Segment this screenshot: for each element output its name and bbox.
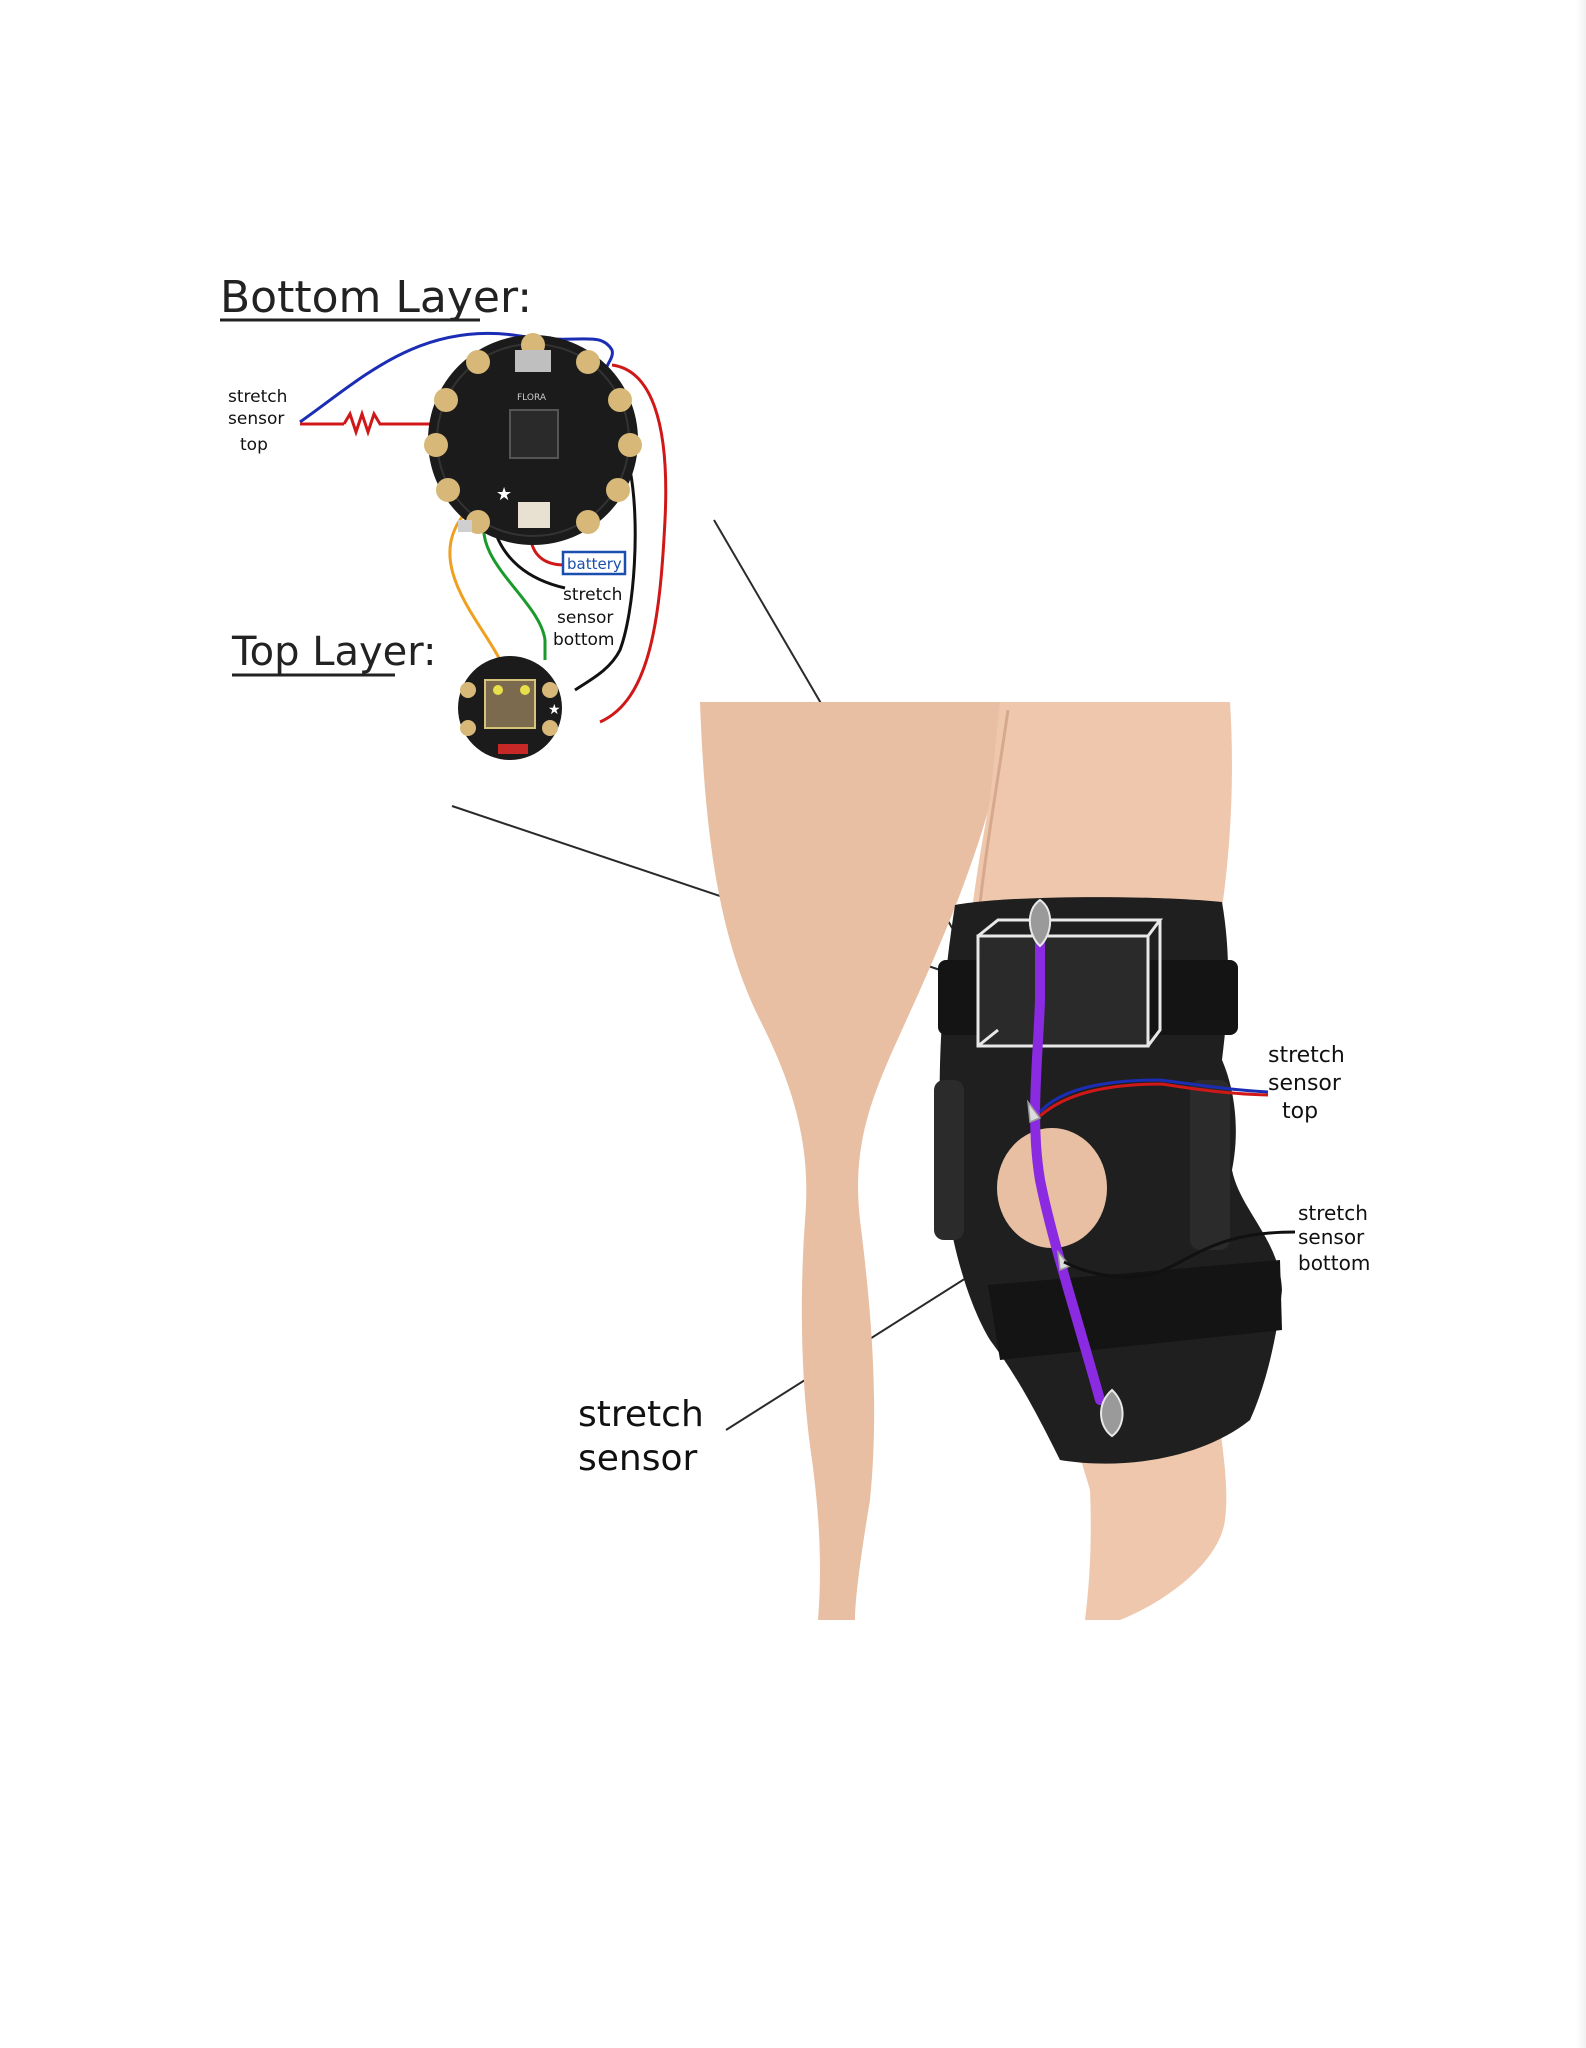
svg-text:stretch: stretch xyxy=(228,387,287,407)
stretch-sensor-line xyxy=(1030,915,1105,1405)
svg-text:stretch: stretch xyxy=(563,585,622,605)
svg-text:top: top xyxy=(240,435,268,455)
red-wire-right xyxy=(599,363,668,724)
stretch-bottom-label-bottom-layer: stretch sensor bottom xyxy=(553,585,622,650)
stretch-sensor-label: stretch sensor xyxy=(578,1394,704,1479)
sensor-top-label: stretch sensor top xyxy=(1268,1043,1345,1124)
svg-text:sensor: sensor xyxy=(228,409,284,429)
svg-text:FLORA: FLORA xyxy=(517,393,547,403)
bottom-anchor-icon xyxy=(1100,1388,1124,1438)
orange-wire xyxy=(448,508,502,661)
brace-wires xyxy=(1038,1078,1296,1279)
svg-text:stretch: stretch xyxy=(578,1394,704,1435)
svg-text:Bottom Layer:: Bottom Layer: xyxy=(220,272,532,323)
svg-text:sensor: sensor xyxy=(557,608,613,628)
left-hinge xyxy=(934,1080,964,1240)
sensor-top-wire-blue xyxy=(1038,1078,1269,1114)
top-anchor-icon xyxy=(1028,898,1052,948)
sensor-box-outline xyxy=(976,918,1163,1048)
right-hinge xyxy=(1190,1080,1230,1250)
black-wire-right xyxy=(574,469,637,692)
lower-clip-icon xyxy=(1056,1249,1072,1272)
resistor-icon xyxy=(342,409,454,453)
battery-label: battery xyxy=(561,550,627,576)
svg-text:bottom: bottom xyxy=(553,630,614,650)
page-edge-shadow xyxy=(1576,0,1586,2048)
bluetooth-board: ★ xyxy=(458,656,562,760)
left-leg xyxy=(700,702,1010,1620)
svg-text:stretch: stretch xyxy=(1268,1043,1345,1068)
board-pads xyxy=(424,333,642,534)
svg-text:★: ★ xyxy=(496,484,512,505)
svg-text:stretch: stretch xyxy=(1298,1201,1368,1225)
svg-text:Top Layer:: Top Layer: xyxy=(231,629,437,675)
lower-strap xyxy=(988,1260,1282,1360)
sensor-bottom-wire xyxy=(1063,1230,1296,1279)
svg-text:★: ★ xyxy=(548,702,561,718)
patella-opening xyxy=(997,1128,1107,1248)
svg-text:battery: battery xyxy=(567,555,622,573)
svg-text:top: top xyxy=(1282,1099,1318,1124)
stretch-top-label-bottom-layer: stretch sensor top xyxy=(228,387,287,455)
knee-brace xyxy=(934,897,1282,1464)
flora-board: ★ FLORA xyxy=(424,333,642,545)
svg-text:sensor: sensor xyxy=(1298,1225,1365,1249)
bottom-layer-heading: Bottom Layer: xyxy=(220,272,532,323)
sensor-bottom-label: stretch sensor bottom xyxy=(1298,1201,1370,1275)
stretch-sensor-overlay xyxy=(1026,898,1124,1438)
top-layer-heading: Top Layer: xyxy=(231,629,437,677)
svg-text:sensor: sensor xyxy=(578,1438,698,1479)
upper-clip-icon xyxy=(1026,1099,1042,1124)
sensor-top-wire-red xyxy=(1039,1082,1269,1118)
svg-text:sensor: sensor xyxy=(1268,1071,1342,1096)
svg-text:bottom: bottom xyxy=(1298,1251,1370,1275)
